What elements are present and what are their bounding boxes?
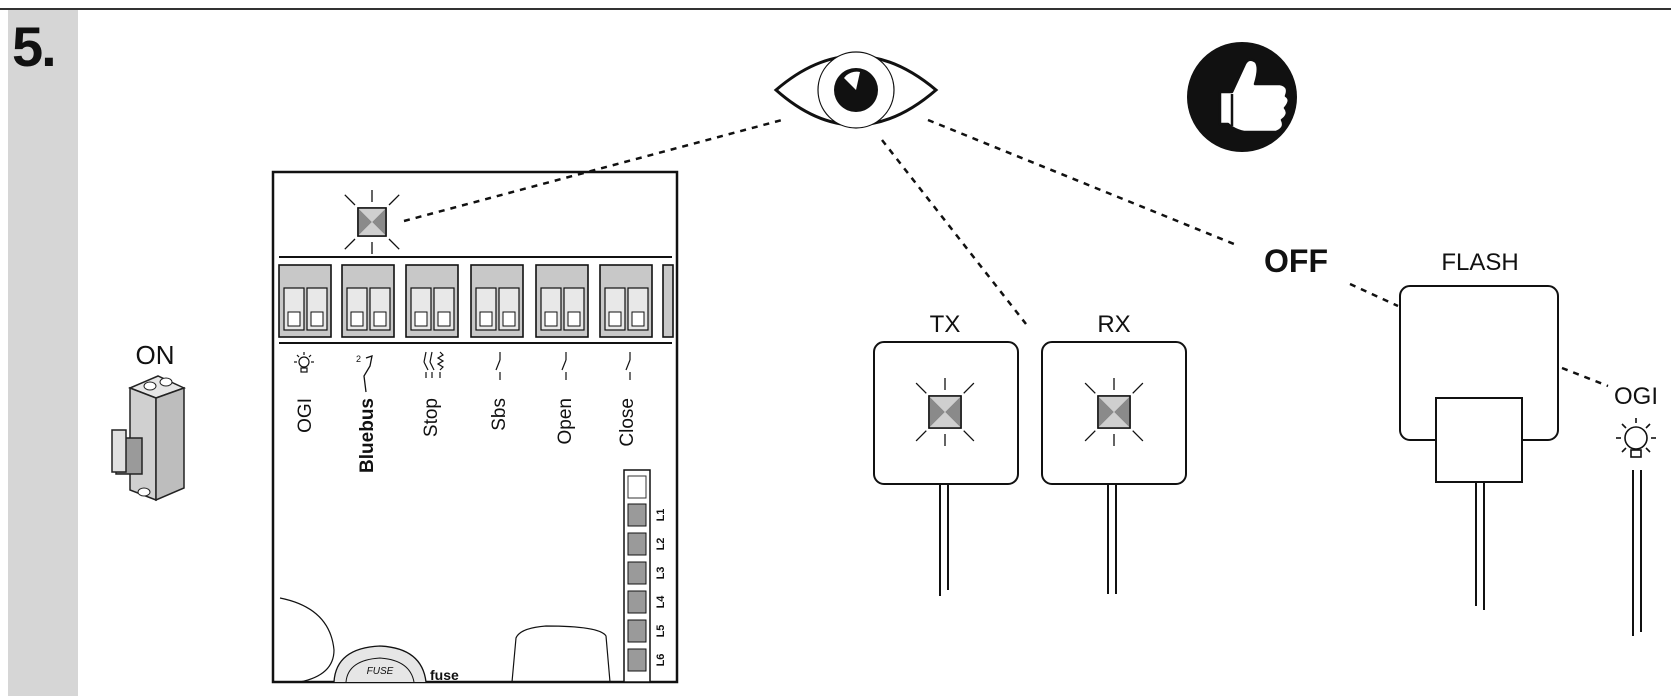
switch-icon xyxy=(625,352,631,380)
led-l5: L5 xyxy=(627,619,667,643)
blinking-led-icon xyxy=(344,190,400,254)
switch-icon xyxy=(561,352,567,380)
terminal-label-open: Open xyxy=(555,398,576,444)
switch-icon xyxy=(495,352,501,380)
led-label: L3 xyxy=(655,567,667,580)
terminal-label-close: Close xyxy=(617,398,638,447)
tx-photocell: TX xyxy=(873,311,1019,596)
fuse-label: fuse xyxy=(430,667,459,683)
ogi-lamp: OGI xyxy=(1614,383,1658,636)
terminal-block xyxy=(470,264,524,338)
circuit-breaker-icon: ON xyxy=(111,340,186,502)
terminal-block xyxy=(278,264,332,338)
terminal-blocks xyxy=(278,264,674,338)
terminal-block xyxy=(599,264,653,338)
rx-label: RX xyxy=(1097,311,1130,338)
led-label: L2 xyxy=(655,538,667,551)
lamp-label: OGI xyxy=(1614,383,1658,410)
blinking-led-icon xyxy=(1084,378,1144,446)
flash-unit: OFF FLASH xyxy=(1264,243,1559,610)
thumbs-up-icon xyxy=(1187,42,1297,152)
switch-label: ON xyxy=(136,340,175,370)
led-l2: L2 xyxy=(627,532,667,556)
led-l1: L1 xyxy=(627,503,667,527)
eye-icon xyxy=(773,51,939,129)
bluebus-mark: 2 xyxy=(356,354,361,364)
board-relay-outline xyxy=(511,625,611,683)
step-sidebar xyxy=(8,10,78,696)
terminal-label-bluebus: Bluebus xyxy=(357,398,378,473)
terminal-block xyxy=(341,264,395,338)
resistor-icon xyxy=(423,351,445,378)
rx-photocell: RX xyxy=(1041,311,1187,594)
blinking-led-icon xyxy=(915,378,975,446)
fuse-icon: FUSE xyxy=(333,645,427,683)
led-label: L4 xyxy=(655,595,667,609)
terminal-label-stop: Stop xyxy=(421,398,442,437)
flash-label: FLASH xyxy=(1441,249,1518,276)
led-l4: L4 xyxy=(627,590,667,614)
lamp-icon xyxy=(294,352,314,373)
led-l6: L6 xyxy=(627,648,667,672)
led-label: L6 xyxy=(655,654,667,667)
terminal-symbols: 2 xyxy=(294,351,631,393)
top-rule xyxy=(0,8,1671,10)
bluebus-icon: 2 xyxy=(356,354,373,393)
board-component-outline xyxy=(279,597,335,683)
step-number: 5. xyxy=(12,15,57,78)
led-label: L1 xyxy=(655,509,667,522)
tx-label: TX xyxy=(930,311,961,338)
terminal-labels: OGI Bluebus Stop Sbs Open Close xyxy=(295,398,638,473)
terminal-label-ogi: OGI xyxy=(295,398,316,433)
led-l3: L3 xyxy=(627,561,667,585)
led-label: L5 xyxy=(655,625,667,638)
control-board: 2 OGI Bluebus Stop Sbs Open Close xyxy=(271,170,679,684)
terminal-block xyxy=(405,264,459,338)
terminal-block xyxy=(535,264,589,338)
lamp-icon xyxy=(1616,418,1656,458)
flash-state-label: OFF xyxy=(1264,243,1328,279)
terminal-label-sbs: Sbs xyxy=(489,398,510,431)
fuse-cap-label: FUSE xyxy=(367,666,394,677)
terminal-block-partial xyxy=(662,264,674,338)
sight-lines xyxy=(403,118,1609,388)
